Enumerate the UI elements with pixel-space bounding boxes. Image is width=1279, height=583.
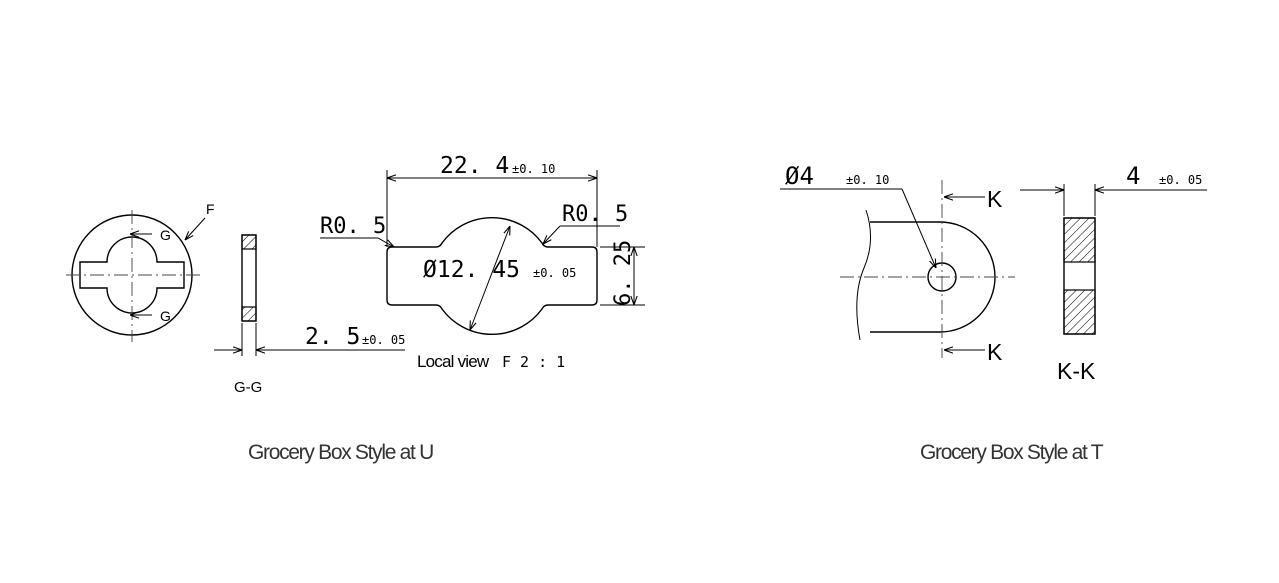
section-mark-g-top: G: [160, 227, 171, 243]
view-t: Ø4 ±0. 10 K K 4 ±0. 05 K-K Grocery Box S…: [780, 162, 1207, 464]
view-u: G G F 2. 5 ±0. 05 G-G 22. 4: [66, 153, 645, 464]
section-mark-k-bottom: K: [987, 339, 1003, 365]
caption-t: Grocery Box Style at T: [920, 441, 1104, 464]
width-dimension: 22. 4: [440, 153, 509, 179]
thickness-tolerance: ±0. 05: [362, 333, 405, 347]
width-tolerance: ±0. 10: [512, 162, 555, 176]
section-mark-k-top: K: [987, 186, 1003, 212]
plan-view-t: Ø4 ±0. 10 K K: [780, 162, 1015, 365]
section-mark-g-bottom: G: [160, 308, 171, 324]
local-view-scale: F 2 : 1: [502, 353, 565, 371]
hole-tolerance: ±0. 10: [846, 173, 889, 187]
radius-left: R0. 5: [320, 214, 386, 239]
section-view-k-k: 4 ±0. 05 K-K: [1020, 162, 1207, 384]
section-label-k-k: K-K: [1057, 358, 1096, 384]
radius-right: R0. 5: [562, 202, 628, 227]
caption-u: Grocery Box Style at U: [248, 441, 433, 464]
thickness-tolerance-t: ±0. 05: [1159, 173, 1202, 187]
section-label-g-g: G-G: [234, 379, 262, 396]
diameter-dimension: Ø12. 45: [423, 257, 520, 283]
height-dimension: 6. 25: [611, 240, 636, 306]
diameter-tolerance: ±0. 05: [533, 266, 576, 280]
section-view-g-g: 2. 5 ±0. 05 G-G: [214, 234, 405, 396]
hole-diameter: Ø4: [785, 162, 814, 190]
front-view-u: G G F: [66, 201, 215, 342]
thickness-dimension-t: 4: [1126, 162, 1140, 190]
local-view-f: 22. 4 ±0. 10 R0. 5 R0. 5 Ø12. 45 ±0. 05 …: [320, 153, 645, 371]
thickness-dimension: 2. 5: [305, 324, 360, 350]
local-view-label: Local view: [417, 352, 490, 371]
detail-mark-f: F: [206, 201, 215, 217]
